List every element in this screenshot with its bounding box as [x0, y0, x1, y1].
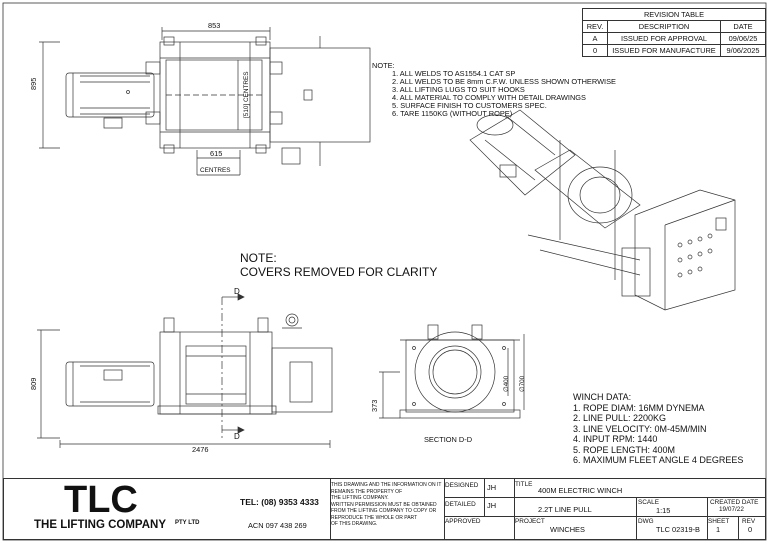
disclaimer: THIS DRAWING AND THE INFORMATION ON IT R… [331, 482, 442, 527]
dim-section-height: 373 [370, 399, 379, 412]
winch-data-item: 2. LINE PULL: 2200KG [573, 413, 667, 423]
dim-side-height: 809 [29, 377, 38, 390]
winch-data-item: 4. INPUT RPM: 1440 [573, 434, 658, 444]
note-item: 4. ALL MATERIAL TO COMPLY WITH DETAIL DR… [392, 93, 586, 102]
winch-data-item: 6. MAXIMUM FLEET ANGLE 4 DEGREES [573, 455, 744, 465]
note-item: 5. SURFACE FINISH TO CUSTOMERS SPEC. [392, 101, 547, 110]
created-value: 19/07/22 [719, 506, 744, 513]
covers-note-text: COVERS REMOVED FOR CLARITY [240, 265, 438, 279]
notes-title: NOTE: [372, 61, 395, 70]
covers-note: NOTE: COVERS REMOVED FOR CLARITY [240, 251, 437, 279]
dwg-label: DWG [638, 518, 654, 525]
revision-date: 09/06/25 [720, 32, 766, 45]
scale-label: SCALE [638, 499, 659, 506]
dim-top-centres-vertical: [510] CENTRES [243, 71, 250, 118]
dim-section-dia-inner: ∅400 [503, 375, 510, 392]
section-marker-bottom: D [234, 432, 240, 441]
detailed-label: DETAILED [445, 501, 476, 508]
winch-data-title: WINCH DATA: [573, 392, 632, 402]
revision-header-date: DATE [720, 20, 766, 33]
title-line-2: 2.2T LINE PULL [538, 505, 592, 514]
revision-date: 9/06/2025 [720, 44, 766, 57]
revision-table: REVISION TABLE REV. DESCRIPTION DATE A I… [582, 8, 766, 57]
company-acn: ACN 097 438 269 [248, 521, 307, 530]
scale-value: 1:15 [656, 506, 671, 515]
note-item: 2. ALL WELDS TO BE 8mm C.F.W. UNLESS SHO… [392, 77, 616, 86]
note-item: 6. TARE 1150KG (WITHOUT ROPE) [392, 109, 513, 118]
company-logo: TLC [64, 479, 138, 521]
company-phone: TEL: (08) 9353 4333 [240, 497, 319, 507]
created-label: CREATED DATE [710, 499, 759, 506]
designed-value: JH [487, 483, 497, 492]
side-view [37, 293, 333, 448]
rev-label: REV [742, 518, 756, 525]
detailed-value: JH [487, 501, 497, 510]
revision-rev: A [582, 32, 608, 45]
section-marker-top: D [234, 287, 240, 296]
title-label: TITLE [515, 481, 533, 488]
revision-header-rev: REV. [582, 20, 608, 33]
revision-description: ISSUED FOR APPROVAL [607, 32, 721, 45]
dim-side-width: 2476 [192, 445, 209, 454]
company-name: THE LIFTING COMPANY [34, 519, 167, 531]
winch-data-item: 5. ROPE LENGTH: 400M [573, 444, 676, 455]
isometric-view [469, 109, 736, 311]
note-item: 1. ALL WELDS TO AS1554.1 CAT SP [392, 69, 516, 78]
title-line-1: 400M ELECTRIC WINCH [538, 486, 623, 495]
winch-data: WINCH DATA: 1. ROPE DIAM: 16MM DYNEMA 2.… [573, 392, 743, 466]
dim-top-height: 895 [29, 77, 38, 90]
dim-top-centres-value: 615 [210, 149, 223, 158]
title-block [3, 478, 766, 540]
revision-description: ISSUED FOR MANUFACTURE [607, 44, 721, 57]
project-value: WINCHES [550, 525, 585, 534]
dwg-value: TLC 02319-B [656, 525, 700, 534]
dim-section-dia-outer: ∅700 [519, 375, 526, 392]
rev-value: 0 [748, 525, 753, 534]
note-item: 3. ALL LIFTING LUGS TO SUIT HOOKS [392, 85, 525, 94]
designed-label: DESIGNED [445, 482, 479, 489]
winch-data-item: 1. ROPE DIAM: 16MM DYNEMA [573, 402, 705, 413]
revision-header-description: DESCRIPTION [607, 20, 721, 33]
dim-top-centres-label: CENTRES [200, 167, 231, 174]
sheet-value: 1 [716, 525, 721, 534]
company-suffix: PTY LTD [175, 520, 200, 526]
approved-label: APPROVED [445, 518, 481, 525]
sheet-label: SHEET [708, 518, 730, 525]
general-notes: NOTE: 1. ALL WELDS TO AS1554.1 CAT SP 2.… [372, 62, 616, 118]
section-d-d-view [379, 324, 525, 419]
top-view [39, 27, 371, 176]
revision-rev: 0 [582, 44, 608, 57]
dim-top-width: 853 [208, 21, 221, 30]
winch-data-item: 3. LINE VELOCITY: 0M-45M/MIN [573, 423, 707, 434]
project-label: PROJECT [515, 518, 545, 525]
section-caption: SECTION D-D [424, 435, 473, 444]
revision-table-title: REVISION TABLE [582, 8, 766, 21]
covers-note-title: NOTE: [240, 251, 277, 265]
